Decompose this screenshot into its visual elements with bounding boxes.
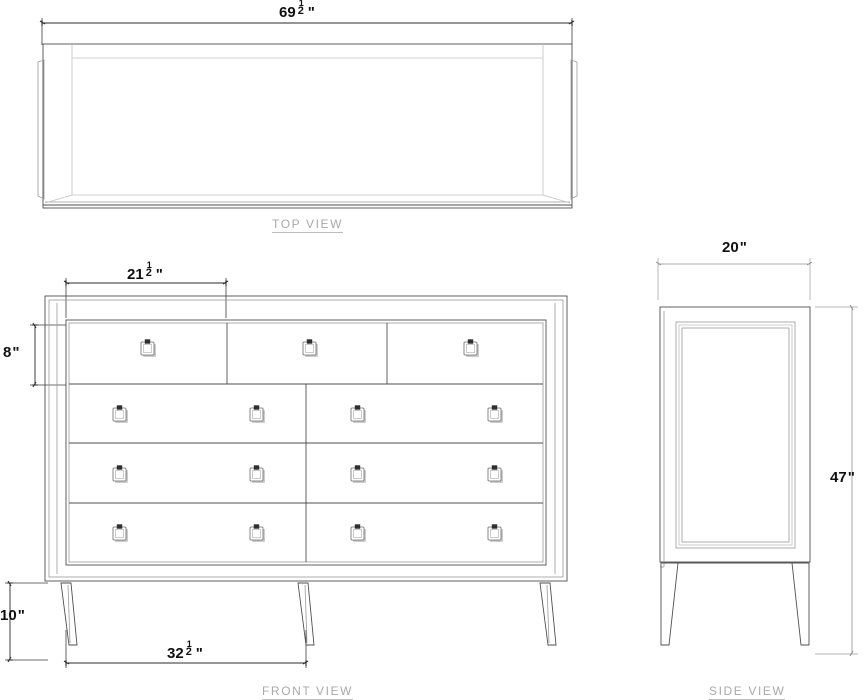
caption-front-view: FRONT VIEW [262,684,354,700]
dimension-top-drawer-width [63,278,229,318]
drawer-pull-group-row4 [112,524,503,542]
dim-unit-leg-span: " [195,645,203,662]
drawer-pull [302,339,318,357]
dim-unit-leg-clearance: " [17,607,25,624]
drawer-pull [350,524,366,542]
dimension-overall-width [39,18,575,45]
drawer-pull-group-row1 [140,339,479,357]
dimension-overall-depth [655,258,813,300]
drawer-pull [350,405,366,423]
leg-center [297,582,315,646]
drawer-pull [487,465,503,483]
dim-unit-overall-width: " [307,4,315,21]
dim-whole-leg-span: 32 [167,645,184,662]
drawer-pull [249,465,265,483]
dimension-leg-span [63,630,309,668]
dim-whole-leg-clearance: 10 [0,607,17,624]
dimension-leg-clearance [5,580,48,663]
dimension-label-leg-clearance: 10" [0,608,25,624]
drawer-pull [463,339,479,357]
leg-left [60,582,78,646]
dim-whole-top-drawer-width: 21 [127,266,144,283]
dimension-top-drawer-height [30,322,66,388]
side-legs [660,562,810,646]
drawer-pull [112,405,128,423]
drawer-pull [487,405,503,423]
dim-unit-top-drawer-width: " [155,266,163,283]
drawer-pull [112,524,128,542]
dim-unit-top-drawer-height: " [12,344,20,361]
dim-unit-overall-height: " [847,469,855,486]
dim-unit-overall-depth: " [739,239,747,256]
dim-whole-overall-depth: 20 [722,239,739,256]
drawer-pull [140,339,156,357]
drawer-pull [249,405,265,423]
leg-right [539,582,557,646]
drawer-pull [249,524,265,542]
side-leg-left [660,562,679,646]
dimension-overall-height [815,304,858,657]
drawer-pull-group-row3 [112,465,503,483]
dim-whole-overall-height: 47 [830,469,847,486]
caption-top-view: TOP VIEW [272,217,344,233]
top-view-group [37,18,578,209]
drawer-pull-group-row2 [112,405,503,423]
dim-whole-top-drawer-height: 8 [3,344,12,361]
dimension-label-overall-depth: 20" [722,240,747,256]
front-view-group [5,278,568,668]
drawer-pull [112,465,128,483]
front-legs [60,582,557,646]
drawer-pull [487,524,503,542]
side-view-group [655,258,858,657]
dim-whole-overall-width: 69 [279,4,296,21]
side-leg-right [791,562,810,646]
dimension-label-overall-height: 47" [830,470,855,486]
caption-side-view: SIDE VIEW [709,684,786,700]
dimension-label-top-drawer-height: 8" [3,345,19,361]
drawer-pull [350,465,366,483]
